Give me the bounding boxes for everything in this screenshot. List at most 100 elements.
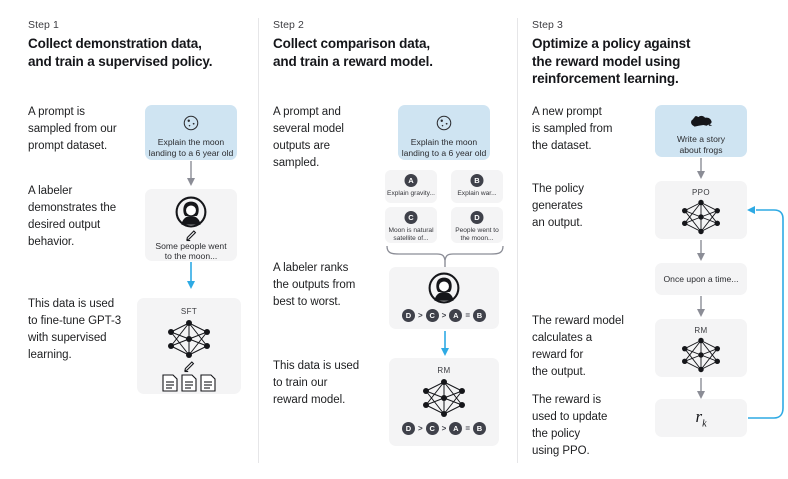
step-1-paragraph-3: This data is used to fine-tune GPT-3 wit… [28, 298, 122, 361]
step-2-prompt-card[interactable]: Explain the moon landing to a 6 year old [398, 105, 490, 160]
step-1-sft-card[interactable]: SFT [137, 298, 241, 394]
step-1-label: Step 1 [28, 19, 59, 31]
person-icon [428, 272, 460, 304]
step-2-option-d[interactable]: D People went to the moon... [451, 207, 503, 243]
step-1-labeler-card[interactable]: Some people went to the moon... [145, 189, 237, 261]
step-2-title: Collect comparison data, and train a rew… [273, 35, 508, 70]
rank-operator: = [465, 424, 470, 433]
pencil-icon [183, 360, 196, 373]
step-1-arrow-2 [185, 262, 197, 290]
step-1-title-line-1: Collect demonstration data, [28, 36, 202, 51]
neural-net-icon [161, 318, 217, 360]
step-2-prompt-line-2: landing to a 6 year old [401, 148, 487, 158]
rank-chip: B [473, 309, 486, 322]
step-2-labeler-rank-card[interactable]: D > C > A = B [389, 267, 499, 329]
step-2-paragraph-3: This data is used to train our reward mo… [273, 360, 360, 406]
step-3-title-line-1: Optimize a policy against [532, 36, 691, 51]
step-1-prompt-line-2: landing to a 6 year old [148, 148, 234, 158]
step-1-labeler-line-1: Some people went [155, 241, 227, 251]
step-3-reward-symbol: rk [655, 407, 747, 429]
rank-operator: = [465, 311, 470, 320]
option-c-badge: C [404, 211, 418, 224]
option-b-badge: B [470, 174, 484, 187]
step-3-output-text: Once upon a time... [663, 274, 739, 284]
step-2-column: Step 2 Collect comparison data, and trai… [259, 0, 517, 479]
documents-icon [162, 374, 216, 392]
rank-operator: > [441, 424, 447, 433]
column-divider-1 [258, 18, 259, 463]
step-3-label: Step 3 [532, 19, 563, 31]
step-3-title-line-3: reinforcement learning. [532, 71, 679, 86]
step-3-paragraph-4: The reward is used to update the policy … [532, 394, 608, 457]
rank-chip: A [449, 309, 463, 322]
reward-symbol-subscript: k [702, 418, 707, 430]
step-1-prompt-line-1: Explain the moon [157, 137, 225, 147]
step-1-prompt-card[interactable]: Explain the moon landing to a 6 year old [145, 105, 237, 160]
step-2-option-a[interactable]: A Explain gravity... [385, 170, 437, 203]
step-2-paragraph-1: A prompt and several model outputs are s… [273, 106, 344, 169]
step-1-arrow-1 [185, 161, 197, 187]
step-2-arrow-2 [439, 331, 451, 357]
step-3-title: Optimize a policy against the reward mod… [532, 35, 762, 88]
step-3-reward-model-card[interactable]: RM [655, 319, 747, 377]
step-3-column: Step 3 Optimize a policy against the rew… [518, 0, 788, 479]
column-divider-2 [517, 18, 518, 463]
step-3-arrow-3 [695, 296, 707, 318]
step-1-title-line-2: and train a supervised policy. [28, 53, 213, 69]
step-2-rm-title: RM [437, 366, 451, 375]
step-3-paragraph-2: The policy generates an output. [532, 183, 584, 229]
step-1-sft-title: SFT [180, 307, 198, 316]
rank-chip: D [401, 309, 415, 322]
rank-chip: C [425, 422, 439, 435]
step-2-labeler-ranking: D > C > A = B [389, 309, 499, 322]
step-1-labeler-line-2: to the moon... [164, 251, 218, 261]
step-2-title-line-1: Collect comparison data, [273, 36, 430, 51]
neural-net-icon [675, 198, 727, 236]
step-3-paragraph-3: The reward model calculates a reward for… [532, 315, 624, 378]
frog-icon [689, 113, 713, 129]
step-2-label: Step 2 [273, 19, 304, 31]
step-2-reward-model-card[interactable]: RM D [389, 358, 499, 446]
person-icon [175, 196, 207, 228]
step-1-paragraph-2: A labeler demonstrates the desired outpu… [28, 185, 117, 248]
neural-net-icon [675, 336, 727, 374]
step-2-option-b[interactable]: B Explain war... [451, 170, 503, 203]
option-a-badge: A [404, 174, 418, 187]
moon-icon [435, 114, 453, 132]
neural-net-icon [416, 377, 472, 419]
rank-chip: B [473, 422, 486, 435]
step-2-title-line-2: and train a reward model. [273, 53, 433, 69]
rank-operator: > [441, 311, 447, 320]
step-3-prompt-line-1: Write a story [676, 134, 726, 144]
step-3-title-line-2: the reward model using [532, 53, 681, 69]
step-3-prompt-card[interactable]: Write a story about frogs [655, 105, 747, 157]
rank-operator: > [417, 424, 423, 433]
step-2-prompt-line-1: Explain the moon [410, 137, 478, 147]
step-1-column: Step 1 Collect demonstration data, and t… [0, 0, 258, 479]
step-2-paragraph-2: A labeler ranks the outputs from best to… [273, 262, 356, 308]
step-3-arrow-4 [695, 378, 707, 400]
rank-chip: C [425, 309, 439, 322]
option-d-text: People went to the moon... [455, 227, 499, 242]
step-3-arrow-1 [695, 158, 707, 180]
step-3-arrow-2 [695, 240, 707, 262]
step-2-rm-ranking: D > C > A = B [389, 422, 499, 435]
pencil-icon [185, 229, 198, 242]
rank-chip: D [401, 422, 415, 435]
step-1-title: Collect demonstration data, and train a … [28, 35, 258, 70]
reward-symbol-r: r [695, 407, 703, 426]
rank-chip: A [449, 422, 463, 435]
step-3-ppo-title: PPO [691, 188, 711, 197]
step-3-paragraph-1: A new prompt is sampled from the dataset… [532, 106, 613, 152]
option-b-text: Explain war... [457, 190, 497, 197]
step-3-reward-card[interactable]: rk [655, 399, 747, 437]
option-d-badge: D [470, 211, 484, 224]
step-3-prompt-line-2: about frogs [679, 145, 723, 155]
step-1-paragraph-1: A prompt is sampled from our prompt data… [28, 106, 117, 152]
step-2-option-c[interactable]: C Moon is natural satellite of... [385, 207, 437, 243]
step-3-policy-card[interactable]: PPO [655, 181, 747, 239]
step-3-output-card[interactable]: Once upon a time... [655, 263, 747, 295]
rank-operator: > [417, 311, 423, 320]
step-3-feedback-loop [740, 205, 788, 420]
